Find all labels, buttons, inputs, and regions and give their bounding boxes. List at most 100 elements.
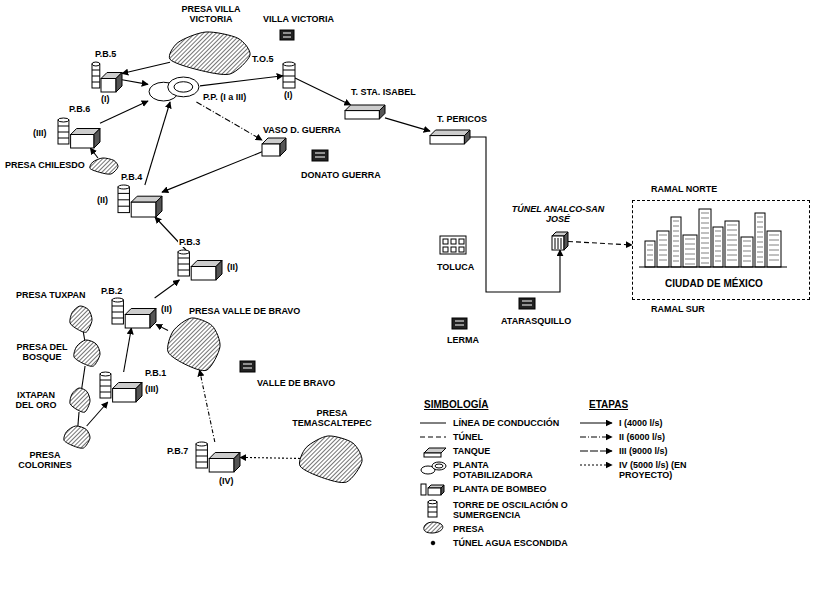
node-label: T.O.5 — [251, 54, 275, 64]
node-label: P.B.2 — [100, 286, 123, 296]
connector — [124, 328, 132, 372]
connector — [122, 62, 170, 73]
portal-icon — [552, 232, 568, 250]
connector — [87, 402, 108, 426]
node-label: PRESA CHILESDO — [4, 160, 86, 170]
place-label: RAMAL NORTE — [650, 184, 718, 194]
node-label: CIUDAD DE MÉXICO — [633, 279, 795, 289]
legend-text: PLANTA POTABILIZADORA — [452, 460, 544, 480]
place-label: RAMAL SUR — [650, 304, 706, 314]
tower-node: T.O.5(I) — [283, 62, 295, 88]
pump-node: P.B.5(I) — [92, 62, 122, 92]
node-label: P.B.6 — [68, 104, 91, 114]
pump-icon — [112, 298, 156, 328]
connector — [90, 148, 98, 158]
node-label: PRESA TUXPAN — [15, 290, 87, 300]
node-label: PRESA VALLE DE BRAVO — [188, 306, 301, 316]
connector — [200, 370, 215, 442]
stage-arrows — [580, 423, 612, 465]
connector — [100, 101, 148, 123]
connector — [156, 324, 168, 330]
connector — [568, 241, 632, 245]
pump-icon — [58, 118, 100, 148]
dam-node: PRESA COLORINES — [64, 426, 90, 448]
dam-node: PRESA VILLA VICTORIA — [170, 32, 250, 74]
legend-heading: SIMBOLOGÍA — [423, 400, 489, 410]
legend-text: IV (5000 l/s) (EN PROYECTO) — [618, 460, 702, 480]
legend-symbols — [420, 423, 446, 545]
legend-text: II (6000 l/s) — [618, 432, 666, 442]
dam-icon — [170, 32, 250, 74]
connector — [82, 366, 85, 388]
dam-node: PRESA CHILESDO — [90, 158, 118, 174]
legend-text: PLANTA DE BOMBEO — [452, 484, 548, 494]
node-label: T. PERICOS — [436, 114, 488, 124]
place-label: LERMA — [446, 335, 480, 345]
connector — [155, 280, 180, 298]
node-label: (II) — [160, 304, 173, 314]
legend-text: TANQUE — [452, 446, 491, 456]
pump-icon — [118, 185, 162, 217]
node-label: (IV) — [218, 476, 235, 486]
node-label: P.B.4 — [120, 172, 143, 182]
dam-node: PRESA VALLE DE BRAVO — [168, 318, 220, 370]
pump-icon — [92, 62, 122, 92]
toluca-grid — [443, 239, 464, 252]
legend-text: LÍNEA DE CONDUCCIÓN — [452, 418, 560, 428]
node-label: (I) — [100, 94, 111, 104]
dam-node: PRESA TEMASCALTEPEC — [300, 436, 362, 482]
node-label: PRESA VILLA VICTORIA — [165, 4, 257, 24]
connector — [240, 457, 300, 458]
tower-icon — [283, 62, 295, 88]
pump-icon — [196, 442, 240, 472]
place-label: VILLA VICTORIA — [262, 14, 335, 24]
connector — [78, 412, 79, 426]
pump-node: P.B.1(III) — [100, 372, 142, 402]
node-label: P.B.5 — [94, 49, 117, 59]
legend-heading: ETAPAS — [588, 400, 629, 410]
dam-node: PRESA TUXPAN — [70, 306, 92, 332]
node-label: (III) — [32, 128, 48, 138]
node-label: P.P. (I a III) — [202, 92, 247, 102]
place-label: TOLUCA — [436, 262, 475, 272]
dam-node: IXTAPAN DEL ORO — [70, 388, 90, 412]
connector — [385, 118, 430, 131]
node-label: (III) — [144, 384, 160, 394]
plant-icon — [148, 76, 200, 102]
legend-text: PRESA — [452, 524, 485, 534]
node-label: PRESA DEL BOSQUE — [12, 342, 72, 362]
tank-icon — [262, 138, 286, 156]
town-icons — [240, 30, 535, 372]
tank-node: VASO D. GUERRA — [262, 138, 286, 156]
connector — [162, 152, 262, 192]
pump-node: P.B.3(II) — [178, 250, 222, 280]
legend-text: TÚNEL AGUA ESCONDIDA — [452, 538, 569, 548]
node-label: VASO D. GUERRA — [262, 125, 342, 135]
dam-icon — [70, 306, 92, 332]
legend-text: III (9000 l/s) — [618, 446, 669, 456]
pump-icon — [178, 250, 222, 280]
portal-node: TÚNEL ANALCO-SAN JOSÉ — [552, 232, 568, 250]
pump-node: P.B.2(II) — [112, 298, 156, 328]
connector — [145, 102, 170, 185]
connector — [196, 102, 262, 140]
plant-node: P.P. (I a III) — [148, 76, 200, 102]
dam-node: PRESA DEL BOSQUE — [74, 340, 100, 366]
node-label: (I) — [283, 90, 294, 100]
tank-node: T. PERICOS — [430, 130, 470, 144]
connector — [200, 76, 283, 86]
tank-icon — [430, 130, 470, 144]
pump-node: P.B.4(II) — [118, 185, 162, 217]
node-label: IXTAPAN DEL ORO — [6, 390, 66, 410]
city-node: CIUDAD DE MÉXICO — [632, 200, 810, 300]
connector — [83, 332, 84, 340]
node-label: P.B.3 — [178, 237, 201, 247]
dam-icon — [168, 318, 220, 370]
node-label: (II) — [96, 195, 109, 205]
place-label: DONATO GUERRA — [300, 170, 382, 180]
pump-node: P.B.6(III) — [58, 118, 100, 148]
tank-node: T. STA. ISABEL — [345, 105, 385, 119]
tank-icon — [345, 105, 385, 119]
legend-text: TÚNEL — [452, 432, 484, 442]
